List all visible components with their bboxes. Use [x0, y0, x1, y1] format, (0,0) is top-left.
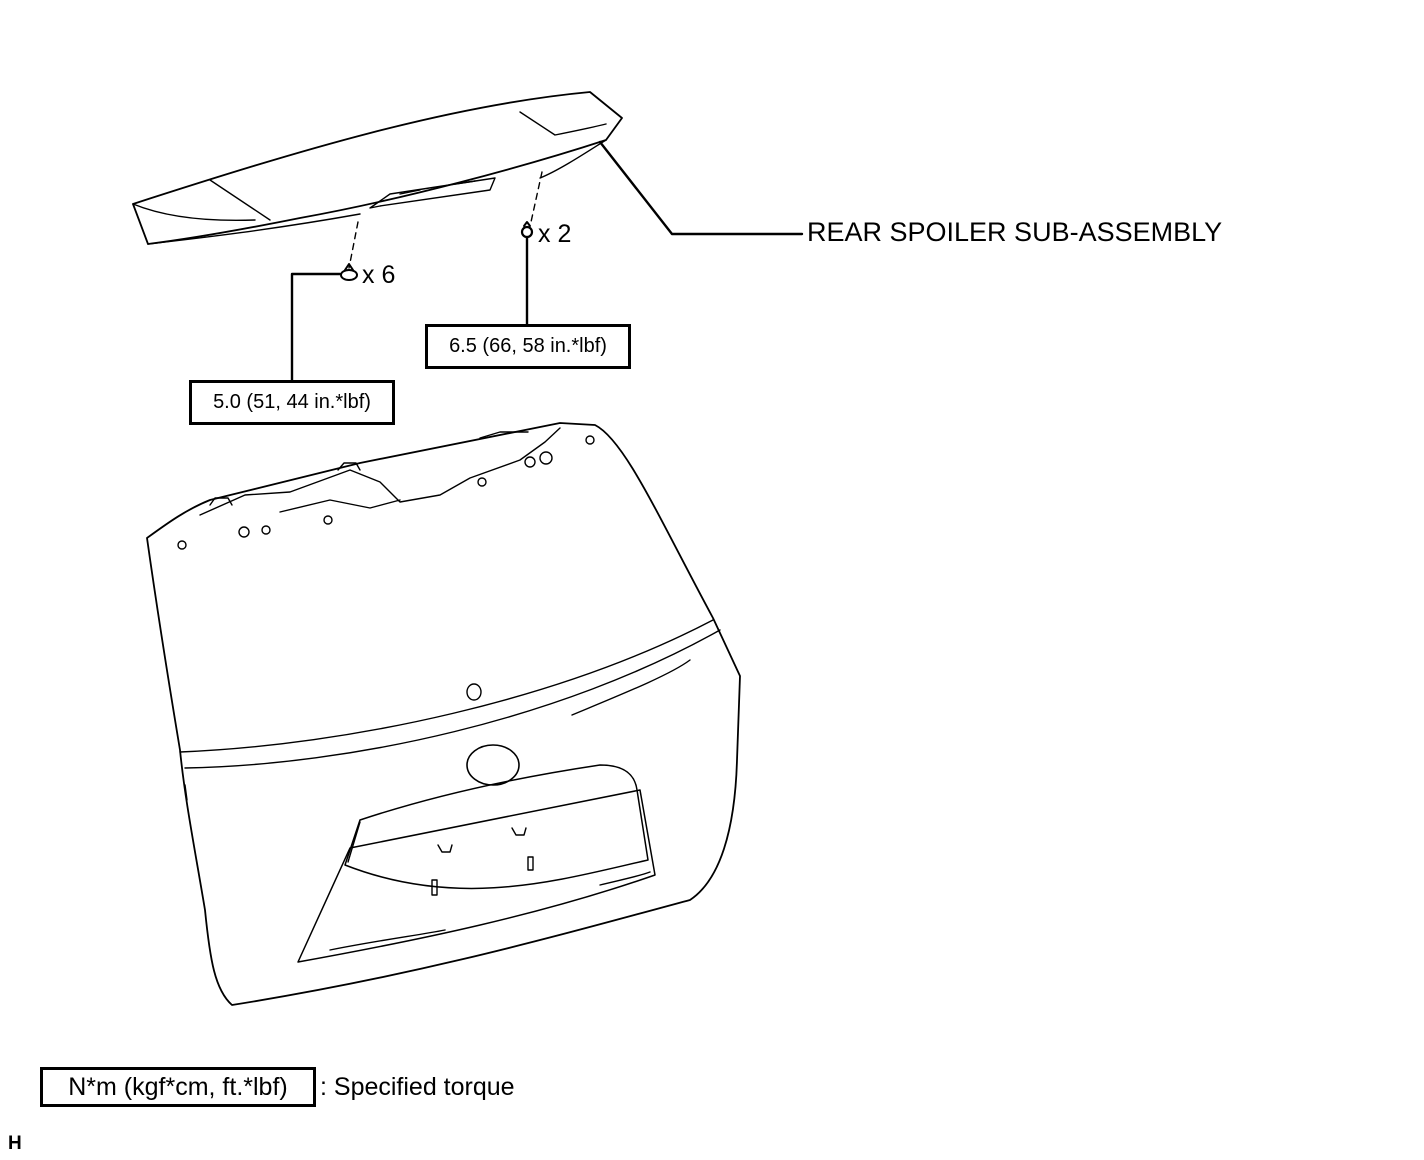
fastener-quantity-screw: x 2: [538, 220, 572, 248]
back-door-drawing: [146, 422, 741, 1006]
legend-description: : Specified torque: [320, 1073, 515, 1101]
fastener-symbols: [290, 140, 804, 382]
part-label-rear-spoiler: REAR SPOILER SUB-ASSEMBLY: [807, 217, 1223, 247]
corner-code: H: [8, 1133, 22, 1154]
torque-spec-screw: 6.5 (66, 58 in.*lbf): [425, 324, 631, 369]
rear-spoiler-drawing: [132, 91, 623, 245]
legend-unit-box: N*m (kgf*cm, ft.*lbf): [40, 1067, 316, 1107]
fastener-quantity-clip: x 6: [362, 261, 396, 289]
torque-spec-clip: 5.0 (51, 44 in.*lbf): [189, 380, 395, 425]
